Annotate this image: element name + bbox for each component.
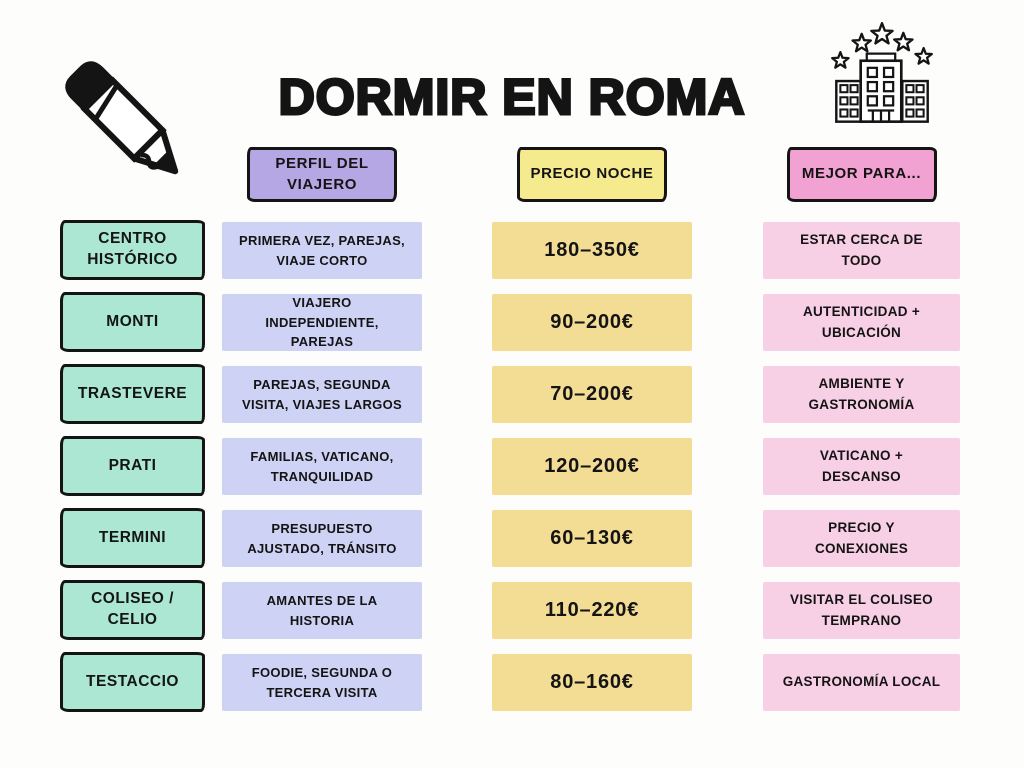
mejor-cell: GASTRONOMÍA LOCAL: [763, 654, 960, 711]
precio-cell: 90–200€: [492, 294, 692, 351]
mejor-cell: VISITAR EL COLISEO TEMPRANO: [763, 582, 960, 639]
perfil-cell: VIAJERO INDEPENDIENTE, PAREJAS: [222, 294, 422, 351]
neighborhood-label-testaccio: TESTACCIO: [60, 652, 205, 712]
perfil-cell: FAMILIAS, VATICANO, TRANQUILIDAD: [222, 438, 422, 495]
column-header-precio: PRECIO NOCHE: [517, 147, 667, 202]
neighborhood-label-monti: MONTI: [60, 292, 205, 352]
column-header-wrap-precio: PRECIO NOCHE: [492, 147, 692, 202]
mejor-column: ESTAR CERCA DE TODO AUTENTICIDAD + UBICA…: [763, 222, 960, 711]
column-header-wrap-perfil: PERFIL DEL VIAJERO: [222, 147, 422, 202]
mejor-cell: AUTENTICIDAD + UBICACIÓN: [763, 294, 960, 351]
hotel-with-stars-icon: [831, 22, 933, 123]
neighborhood-column: CENTRO HISTÓRICO MONTI TRASTEVERE PRATI …: [60, 220, 205, 712]
perfil-cell: FOODIE, SEGUNDA O TERCERA VISITA: [222, 654, 422, 711]
precio-column: 180–350€ 90–200€ 70–200€ 120–200€ 60–130…: [492, 222, 692, 711]
perfil-cell: PRIMERA VEZ, PAREJAS, VIAJE CORTO: [222, 222, 422, 279]
perfil-cell: PAREJAS, SEGUNDA VISITA, VIAJES LARGOS: [222, 366, 422, 423]
neighborhood-label-prati: PRATI: [60, 436, 205, 496]
neighborhood-label-termini: TERMINI: [60, 508, 205, 568]
mejor-cell: PRECIO Y CONEXIONES: [763, 510, 960, 567]
page-title: DORMIR EN ROMA: [277, 68, 746, 127]
perfil-cell: AMANTES DE LA HISTORIA: [222, 582, 422, 639]
precio-cell: 120–200€: [492, 438, 692, 495]
mejor-cell: VATICANO + DESCANSO: [763, 438, 960, 495]
perfil-cell: PRESUPUESTO AJUSTADO, TRÁNSITO: [222, 510, 422, 567]
perfil-column: PRIMERA VEZ, PAREJAS, VIAJE CORTO VIAJER…: [222, 222, 422, 711]
mejor-cell: AMBIENTE Y GASTRONOMÍA: [763, 366, 960, 423]
neighborhood-label-centro-historico: CENTRO HISTÓRICO: [60, 220, 205, 280]
neighborhood-label-coliseo-celio: COLISEO / CELIO: [60, 580, 205, 640]
column-header-wrap-mejor: MEJOR PARA...: [763, 147, 960, 202]
pencil-icon: [65, 61, 179, 175]
precio-cell: 180–350€: [492, 222, 692, 279]
column-header-mejor: MEJOR PARA...: [786, 147, 937, 202]
neighborhood-label-trastevere: TRASTEVERE: [60, 364, 205, 424]
column-header-perfil: PERFIL DEL VIAJERO: [247, 147, 397, 202]
precio-cell: 80–160€: [492, 654, 692, 711]
precio-cell: 70–200€: [492, 366, 692, 423]
precio-cell: 60–130€: [492, 510, 692, 567]
precio-cell: 110–220€: [492, 582, 692, 639]
mejor-cell: ESTAR CERCA DE TODO: [763, 222, 960, 279]
